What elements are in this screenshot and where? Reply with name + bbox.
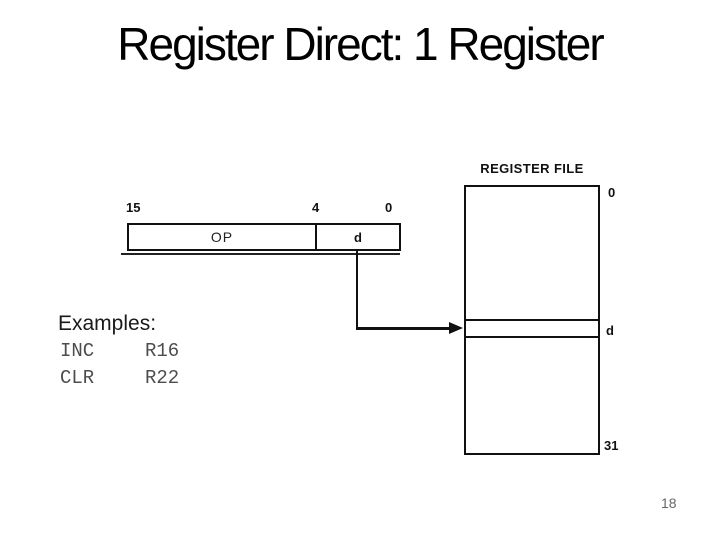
examples-heading: Examples: xyxy=(58,312,157,335)
bit-label-15: 15 xyxy=(126,200,141,215)
bit-label-4: 4 xyxy=(312,200,320,215)
register-index-selected: d xyxy=(606,323,614,338)
selected-register-row xyxy=(466,319,598,338)
register-file-title: REGISTER FILE xyxy=(480,161,584,176)
examples-list: INC R16 CLR R22 xyxy=(60,338,179,392)
instruction-format-box: OP d xyxy=(127,223,401,251)
example-row: INC R16 xyxy=(60,338,179,365)
example-operand: R16 xyxy=(145,340,180,362)
connector-horizontal-line xyxy=(356,327,450,330)
format-box-shadow-line xyxy=(121,253,400,255)
register-index-top: 0 xyxy=(608,185,616,200)
example-mnemonic: INC xyxy=(60,340,95,362)
bit-label-0: 0 xyxy=(385,200,393,215)
example-row: CLR R22 xyxy=(60,365,179,392)
example-mnemonic: CLR xyxy=(60,367,95,389)
slide-title: Register Direct: 1 Register xyxy=(117,18,604,70)
opcode-field: OP xyxy=(210,229,234,245)
example-operand: R22 xyxy=(145,367,180,389)
register-select-field: d xyxy=(315,225,399,249)
arrowhead-icon xyxy=(449,322,463,334)
register-index-bottom: 31 xyxy=(604,438,619,453)
connector-vertical-line xyxy=(356,251,358,329)
register-file-box xyxy=(464,185,600,455)
page-number: 18 xyxy=(661,495,677,511)
